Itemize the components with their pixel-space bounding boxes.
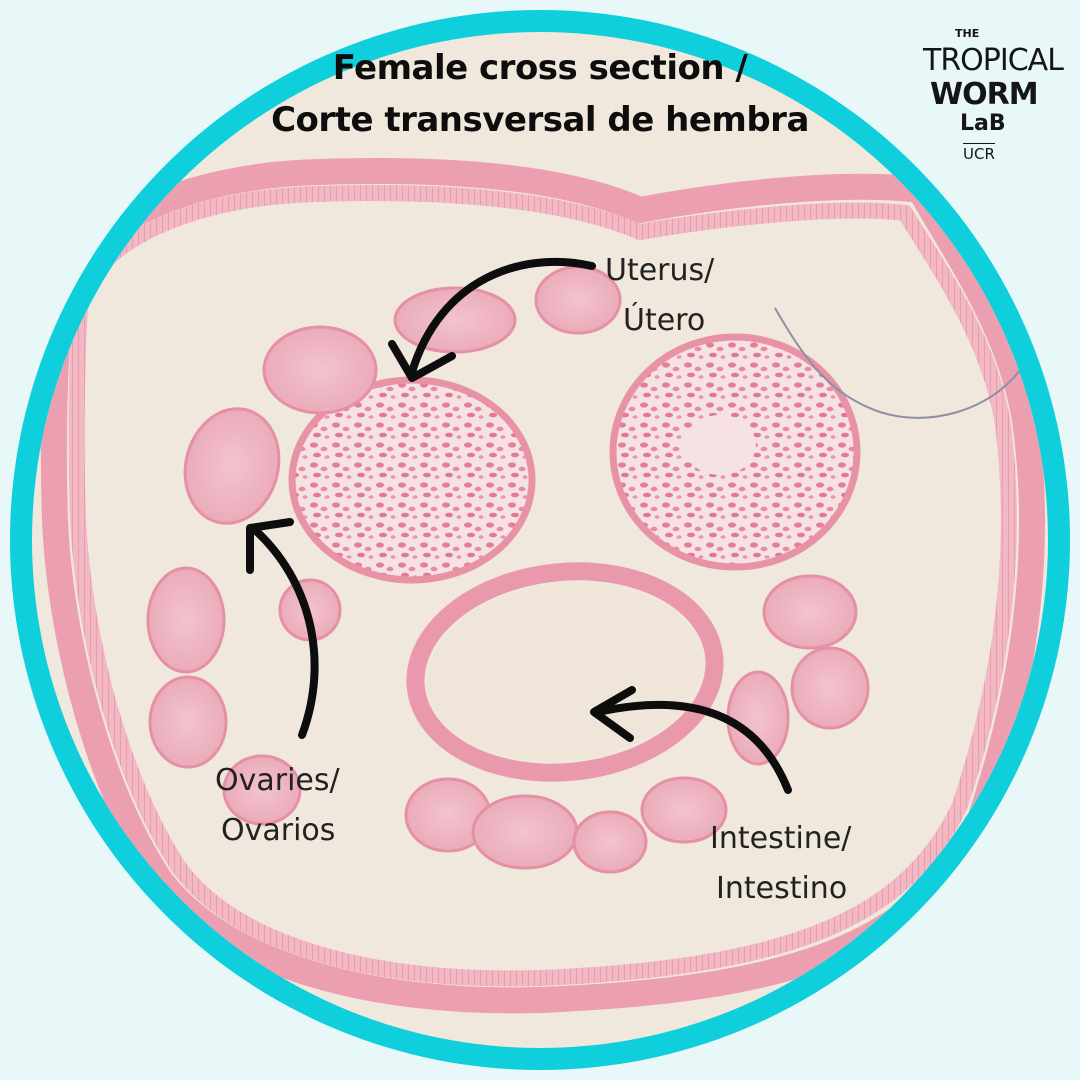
ovaries-label: Ovaries/ Ovarios — [215, 756, 340, 856]
intestine — [406, 562, 724, 782]
worm-body-wall — [40, 157, 1046, 1014]
intestine-label-es: Intestino — [716, 871, 848, 906]
annotation-arrows — [246, 257, 792, 794]
logo-lab: LaB — [960, 111, 1006, 136]
uterus-label: Uterus/ Útero — [605, 246, 714, 346]
figure-title-line1: Female cross section / — [332, 48, 748, 88]
tropical-worm-lab-logo: THE TROPICAL WORM LaB UCR — [905, 25, 1064, 165]
figure-title-line2: Corte transversal de hembra — [271, 100, 809, 140]
logo-tropical: TROPICAL — [923, 43, 1064, 78]
ovary-sections — [146, 265, 870, 874]
uterus-label-es: Útero — [623, 303, 706, 338]
intestine-label: Intestine/ Intestino — [710, 814, 851, 914]
ovaries-label-es: Ovarios — [221, 813, 336, 848]
uterus-label-en: Uterus/ — [605, 253, 715, 288]
ovaries-arrow — [251, 526, 319, 739]
uterus-arrow — [408, 257, 596, 376]
logo-the: THE — [955, 27, 980, 40]
logo-ucr: UCR — [963, 143, 995, 163]
intestine-label-en: Intestine/ — [710, 821, 852, 856]
intestine-arrow — [594, 701, 792, 794]
ovaries-label-en: Ovaries/ — [215, 763, 340, 798]
logo-worm: WORM — [930, 77, 1039, 112]
